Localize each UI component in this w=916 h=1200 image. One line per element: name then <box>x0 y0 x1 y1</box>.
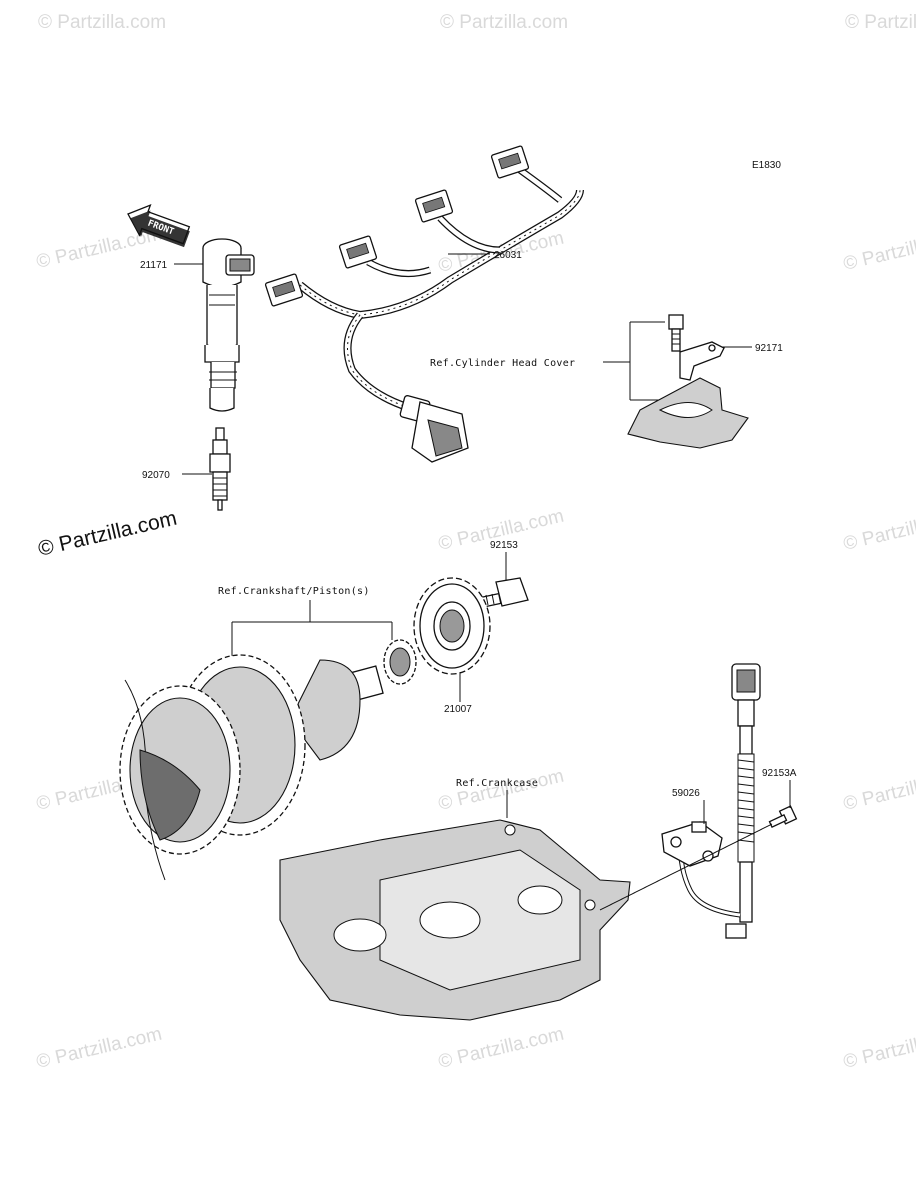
spark-plug[interactable] <box>209 427 231 511</box>
ref-cylinder-head-cover[interactable]: Ref.Cylinder Head Cover <box>430 358 575 369</box>
watermark-text: © Partzilla.com <box>34 1024 163 1073</box>
crank-sensor[interactable] <box>661 663 761 939</box>
watermark-text: © Partzilla.com <box>841 766 916 815</box>
crankshaft <box>119 639 417 881</box>
cylinder-head-cover <box>627 377 749 449</box>
label-26031[interactable]: 26031 <box>494 250 522 261</box>
label-59026[interactable]: 59026 <box>672 788 700 799</box>
clamp-bolt[interactable] <box>668 314 684 352</box>
watermark-text: © Partzilla.com <box>436 1024 565 1073</box>
leader-line <box>231 600 393 660</box>
ref-crankshaft[interactable]: Ref.Crankshaft/Piston(s) <box>218 586 370 597</box>
watermark-text: © Partzilla.com <box>440 12 568 33</box>
wire-harness[interactable] <box>264 145 584 463</box>
label-92153[interactable]: 92153 <box>490 540 518 551</box>
ref-crankcase[interactable]: Ref.Crankcase <box>456 778 538 789</box>
label-92171[interactable]: 92171 <box>755 343 783 354</box>
watermark-main: © Partzilla.com <box>36 507 179 561</box>
timing-rotor[interactable] <box>413 577 491 675</box>
bolt-a[interactable] <box>768 805 798 828</box>
diagram-code: E1830 <box>752 160 781 171</box>
watermark-text: © Partzilla.com <box>841 506 916 555</box>
leader-line <box>599 823 773 911</box>
watermark-text: © Partzilla.com <box>841 1024 916 1073</box>
watermark-text: © Partzilla.com <box>841 226 916 275</box>
label-92153a[interactable]: 92153A <box>762 768 797 779</box>
ignition-coil[interactable] <box>202 238 255 412</box>
watermark-text: © Partzilla.com <box>38 12 166 33</box>
watermark-text: © Partzilla.com <box>436 766 565 815</box>
label-21171[interactable]: 21171 <box>140 260 168 271</box>
crankcase <box>279 819 631 1021</box>
clamp[interactable] <box>679 341 725 381</box>
label-21007[interactable]: 21007 <box>444 704 472 715</box>
label-92070[interactable]: 92070 <box>142 470 170 481</box>
front-arrow: FRONT <box>127 203 191 248</box>
leader-line <box>603 321 665 401</box>
watermark-text: © Partzilla.com <box>845 12 916 33</box>
